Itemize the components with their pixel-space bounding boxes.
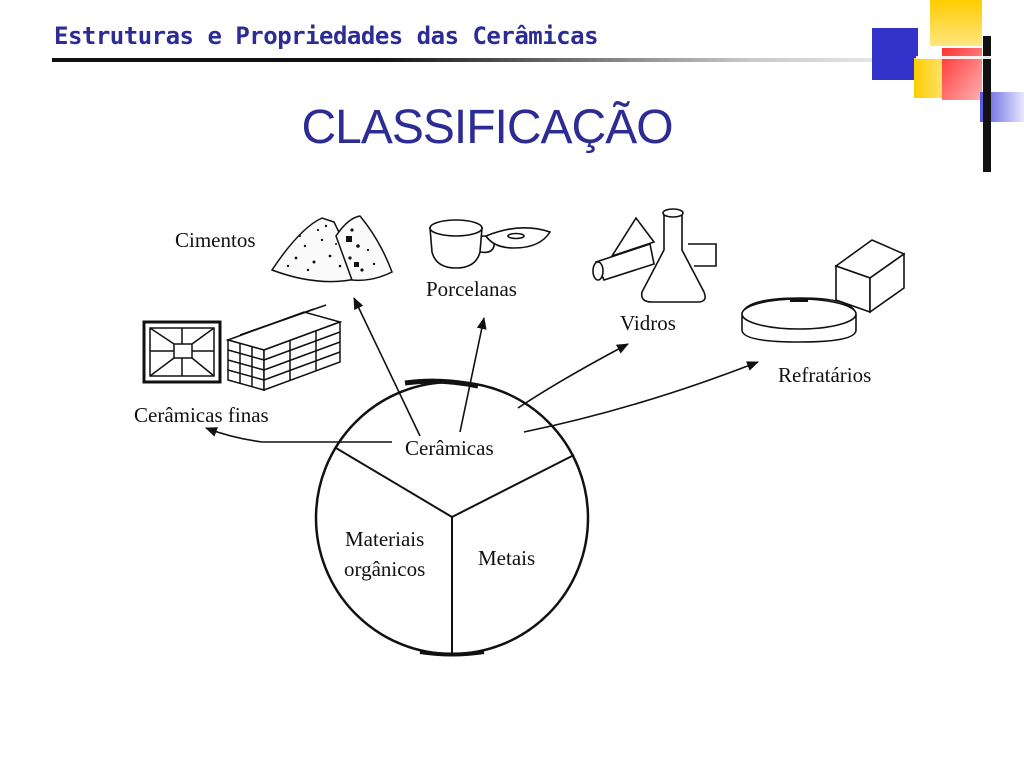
material-circle xyxy=(314,378,590,657)
center-label: Cerâmicas xyxy=(405,436,494,460)
sector-divider-right xyxy=(451,454,575,518)
label-cimentos: Cimentos xyxy=(175,228,256,252)
tile-illustration xyxy=(142,320,222,384)
sector-organic-label: Materiais orgânicos xyxy=(344,527,430,581)
sector-organic-line1: Materiais xyxy=(345,527,424,551)
decor-vertical-bar xyxy=(983,36,991,172)
refractory-illustration xyxy=(741,239,906,343)
cement-piles-illustration xyxy=(270,215,393,283)
arrow-to-vidros xyxy=(517,343,629,409)
label-ceramicas-finas: Cerâmicas finas xyxy=(134,403,269,427)
slide-title: CLASSIFICAÇÃO xyxy=(301,101,673,154)
label-vidros: Vidros xyxy=(620,311,676,335)
header-divider xyxy=(52,58,982,62)
glassware-illustration xyxy=(592,208,717,303)
arrow-to-porcelanas xyxy=(459,317,487,433)
porcelain-illustration xyxy=(429,219,552,269)
decor-yellow-square xyxy=(930,0,982,46)
label-porcelanas: Porcelanas xyxy=(426,277,517,301)
header-title: Estruturas e Propriedades das Cerâmicas xyxy=(54,22,599,50)
sector-organic-line2: orgânicos xyxy=(344,557,425,581)
classification-arrows xyxy=(205,297,759,443)
arrow-to-ceramicas-finas xyxy=(205,427,392,443)
arrow-to-refratarios xyxy=(523,361,759,433)
sector-divider-left xyxy=(335,447,453,518)
arrow-to-cimentos xyxy=(353,297,421,437)
label-refratarios: Refratários xyxy=(778,363,871,387)
brick-stack-illustration xyxy=(225,304,343,392)
sector-metals-label: Metais xyxy=(478,546,535,570)
decor-blue-square xyxy=(872,28,918,80)
decorative-squares xyxy=(860,0,1024,180)
